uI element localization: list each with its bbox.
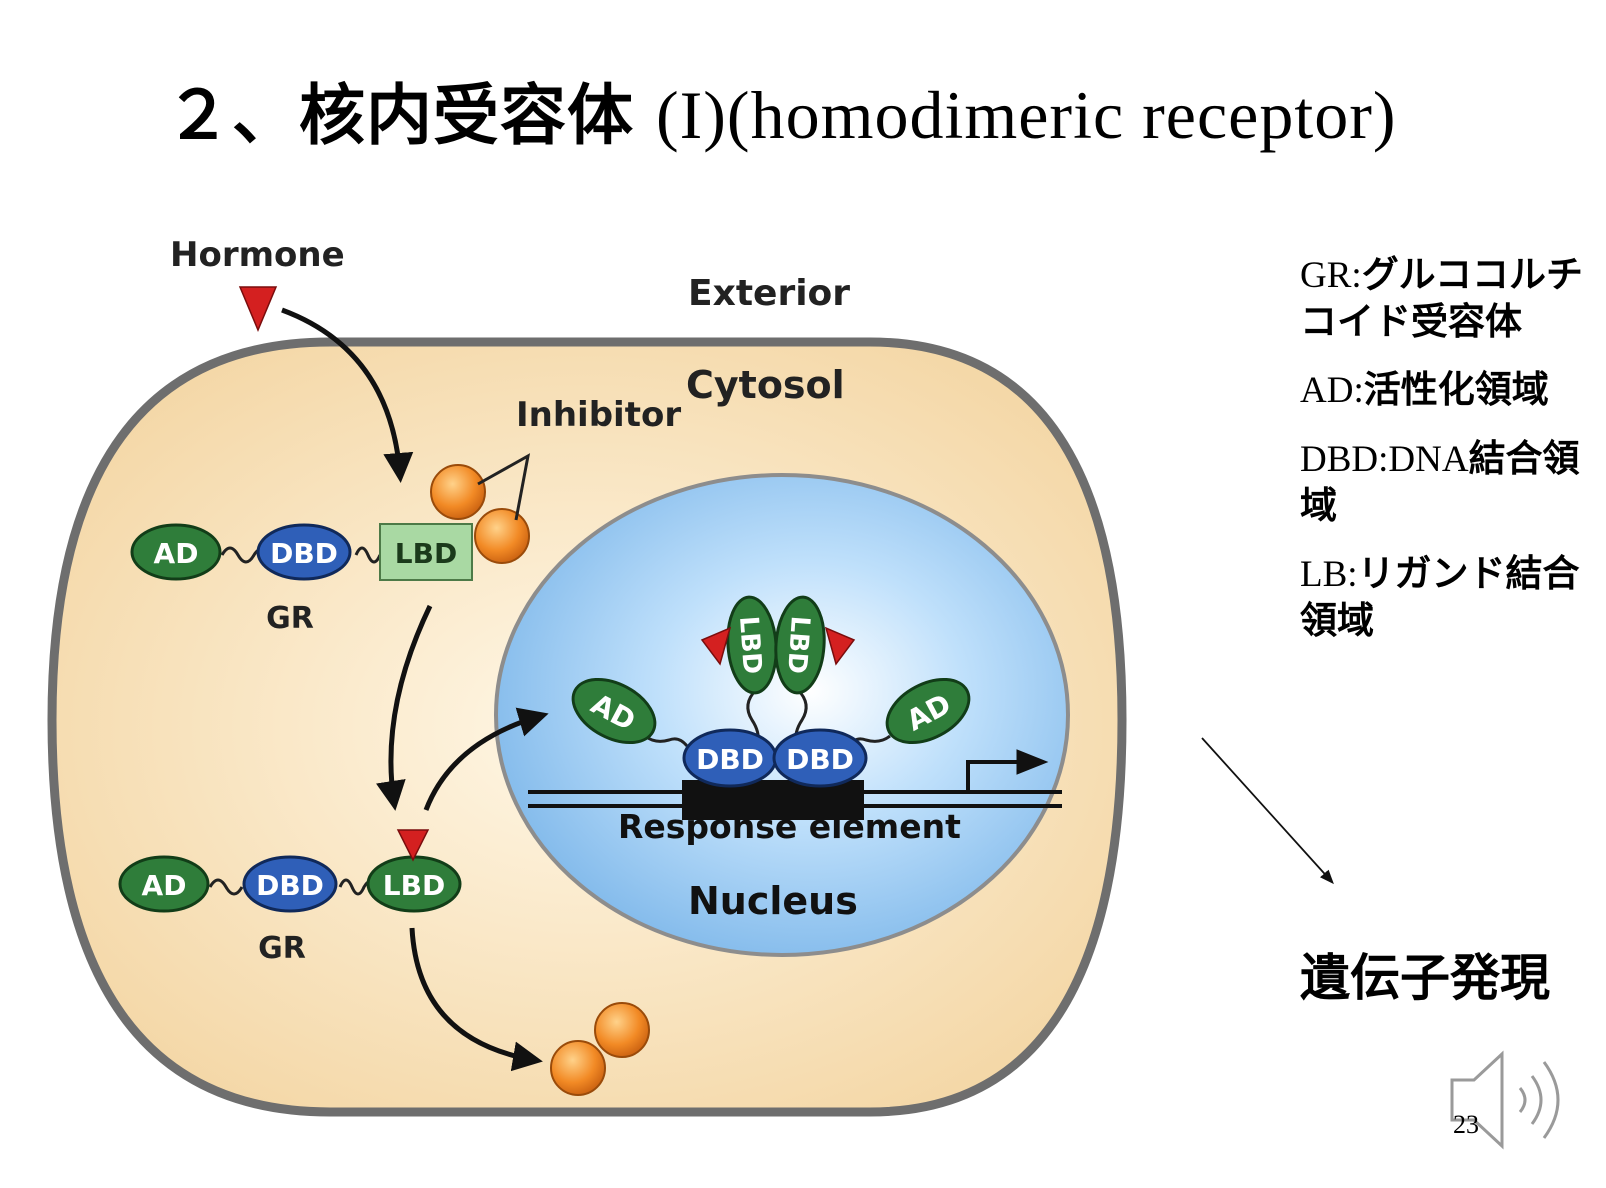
lbd-label: LBD (383, 869, 445, 902)
ad-domain (130, 523, 222, 581)
gr-dimer: AD AD DBD DBD LBD LBD (571, 595, 971, 788)
bound-hormone (396, 829, 430, 862)
nucleus (494, 473, 1070, 957)
ad-label: AD (142, 869, 187, 902)
exterior-label: Exterior (688, 273, 850, 314)
transcription-start-arrow (966, 749, 1049, 792)
gene-expression-label: 遺伝子発現 (1300, 949, 1550, 1007)
gr-active: AD DBD LBD GR (118, 829, 462, 966)
dbd-domain (256, 523, 352, 581)
title-suffix: (I)(homodimeric receptor) (655, 77, 1397, 153)
bound-hormone (700, 626, 732, 666)
abbreviation-legend: GR:グルココルチコイド受容体 AD:活性化領域 DBD:DNA結合領域 LB:… (1300, 252, 1600, 666)
inhibitor-ball (430, 464, 486, 520)
title-prefix: ２、核内受容体 (165, 77, 634, 154)
hormone-triangle (238, 286, 278, 332)
inhibitor-release-arrow (409, 927, 543, 1072)
gr-label: GR (266, 601, 314, 636)
dbd-domain (772, 728, 868, 788)
legend-item-ad: AD:活性化領域 (1300, 368, 1549, 411)
lbd-label: LBD (733, 615, 767, 675)
ad-domain (118, 855, 210, 913)
inhibitor-pointer (477, 453, 531, 521)
inhibitor-ball (474, 508, 530, 564)
ad-label: AD (154, 537, 199, 570)
hormone-label: Hormone (170, 235, 345, 275)
gr-inactive-complex: AD DBD LBD GR (130, 523, 473, 636)
inhibitor-label: Inhibitor (516, 395, 681, 435)
legend-item-lb: LB:リガンド結合領域 (1300, 552, 1580, 642)
legend-item-gr: GR:グルココルチコイド受容体 (1300, 253, 1583, 343)
legend-item-dbd: DBD:DNA結合領域 (1300, 437, 1580, 527)
lbd-domain (774, 595, 826, 695)
cytosol-label: Cytosol (686, 363, 845, 407)
ad-domain (571, 677, 657, 745)
dna-strand (528, 749, 1062, 820)
lbd-label: LBD (781, 615, 815, 675)
dbd-label: DBD (696, 743, 764, 776)
bound-hormone (824, 626, 856, 666)
response-element-box (682, 780, 864, 820)
released-inhibitor (550, 1040, 606, 1096)
released-inhibitor (594, 1002, 650, 1058)
lbd-label: LBD (395, 537, 457, 570)
activation-arrow (376, 604, 433, 811)
nucleus-label: Nucleus (688, 879, 858, 923)
ad-domain (885, 677, 971, 745)
nuclear-translocation-arrow (423, 707, 549, 811)
dbd-label: DBD (270, 537, 338, 570)
dbd-domain (242, 855, 338, 913)
gene-expression-arrow (1201, 737, 1334, 885)
speaker-icon[interactable] (1450, 1050, 1560, 1150)
gr-label: GR (258, 931, 306, 966)
dbd-label: DBD (786, 743, 854, 776)
lbd-box (379, 523, 473, 581)
page-number: 23 (1453, 1110, 1479, 1139)
slide-title: ２、核内受容体 (I)(homodimeric receptor) (165, 62, 1397, 158)
hormone-binding-arrow (281, 307, 414, 483)
dbd-label: DBD (256, 869, 324, 902)
